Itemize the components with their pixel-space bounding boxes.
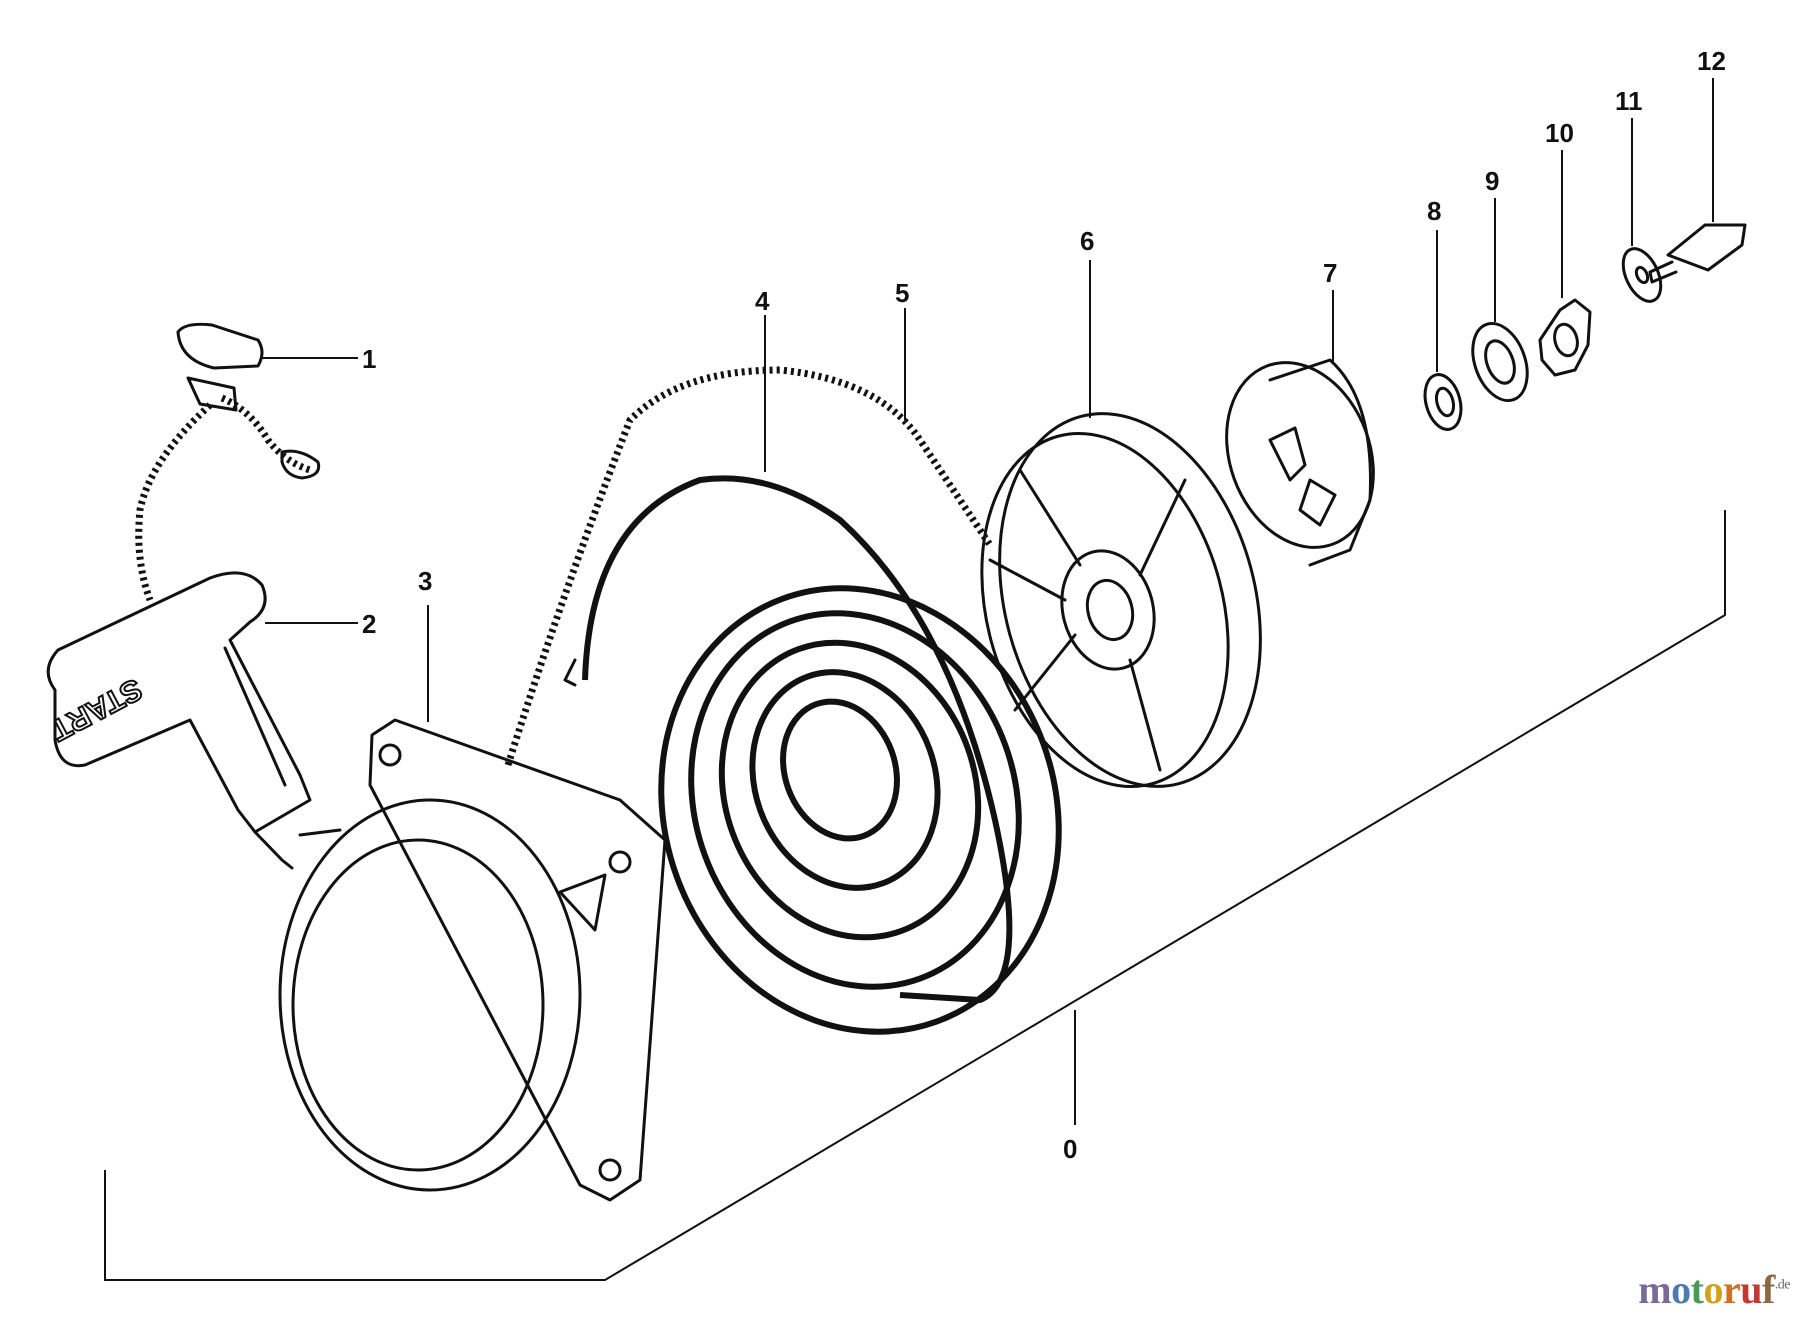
leader-lines [262,78,1714,722]
part-11-washer [1621,247,1663,303]
callout-11: 11 [1615,86,1643,116]
part-7-ratchet-hub [1225,358,1375,567]
callout-1: 1 [362,344,376,374]
assembly-bracket [104,510,1726,1281]
watermark-letter: f [1761,1267,1775,1312]
motoruf-watermark: motoruf.de [1638,1266,1790,1313]
part-3-recoil-housing [278,718,667,1202]
watermark-letter: u [1740,1267,1762,1312]
part-2-starter-handle [46,571,312,870]
part-10-retaining-plate [1538,298,1592,377]
callout-6: 6 [1080,226,1094,256]
watermark-letter: r [1722,1267,1741,1312]
part-12-bolt [1648,223,1747,284]
watermark-letter: o [1671,1267,1691,1312]
watermark-letter: o [1703,1267,1723,1312]
watermark-letter: m [1638,1267,1672,1312]
callout-5: 5 [895,278,909,308]
callout-3: 3 [418,566,432,596]
part-5-rope [504,366,993,767]
part-6-pulley [980,412,1262,789]
callout-2: 2 [362,609,376,639]
callout-8: 8 [1427,196,1441,226]
callout-4: 4 [755,286,770,316]
part-4-recoil-spring [563,475,1062,1035]
callout-9: 9 [1485,166,1499,196]
part-9-washer [1471,321,1529,403]
handle-lettering: START [45,672,147,747]
callout-7: 7 [1323,258,1337,288]
watermark-suffix: .de [1774,1277,1791,1293]
callout-12: 12 [1697,46,1726,76]
part-8-washer [1423,373,1463,431]
part-1-cord-clip [176,322,321,480]
starter-rope [135,402,213,602]
watermark-letter: t [1690,1267,1704,1312]
callout-10: 10 [1545,118,1574,148]
callout-0: 0 [1063,1134,1077,1164]
